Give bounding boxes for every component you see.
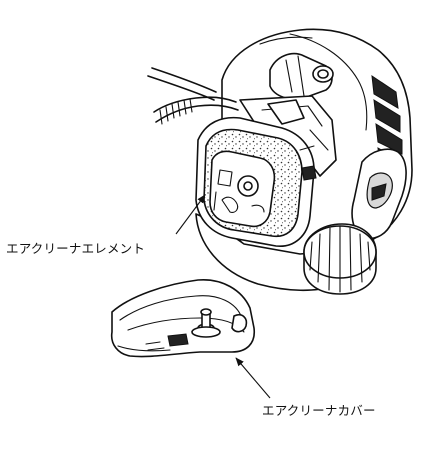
air-cleaner-cover-label: エアクリーナカバー bbox=[262, 403, 376, 418]
air-cleaner-element-label: エアクリーナエレメント bbox=[6, 241, 146, 256]
air-cleaner-element bbox=[195, 116, 317, 247]
element-leader-arrow bbox=[175, 194, 206, 235]
knob bbox=[303, 223, 377, 295]
throttle-cable bbox=[147, 67, 239, 125]
air-cleaner-cover bbox=[110, 279, 256, 358]
cover-leader-arrow bbox=[235, 357, 271, 399]
